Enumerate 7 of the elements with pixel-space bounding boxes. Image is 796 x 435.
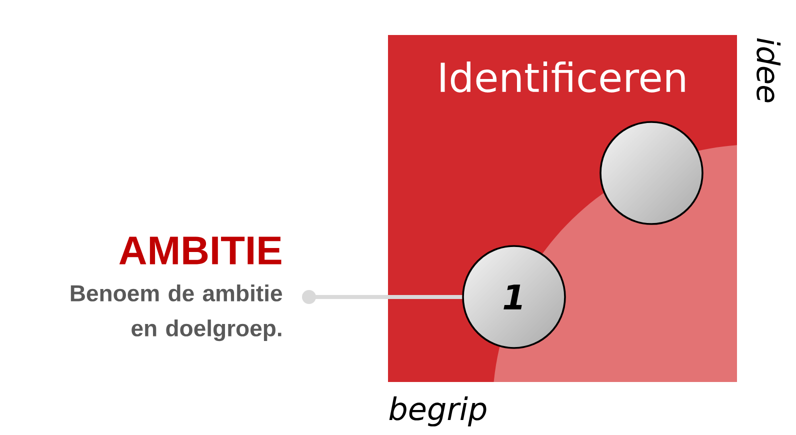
callout-heading: AMBITIE [119,236,282,264]
leader-line [302,290,462,304]
blank-circle [600,121,704,225]
callout-text: Benoem de ambitie en doelgroep. [70,284,282,342]
axis-label: idee [756,38,781,102]
axis-label: begrip [389,396,486,426]
panel-title: Identificeren [440,62,685,92]
